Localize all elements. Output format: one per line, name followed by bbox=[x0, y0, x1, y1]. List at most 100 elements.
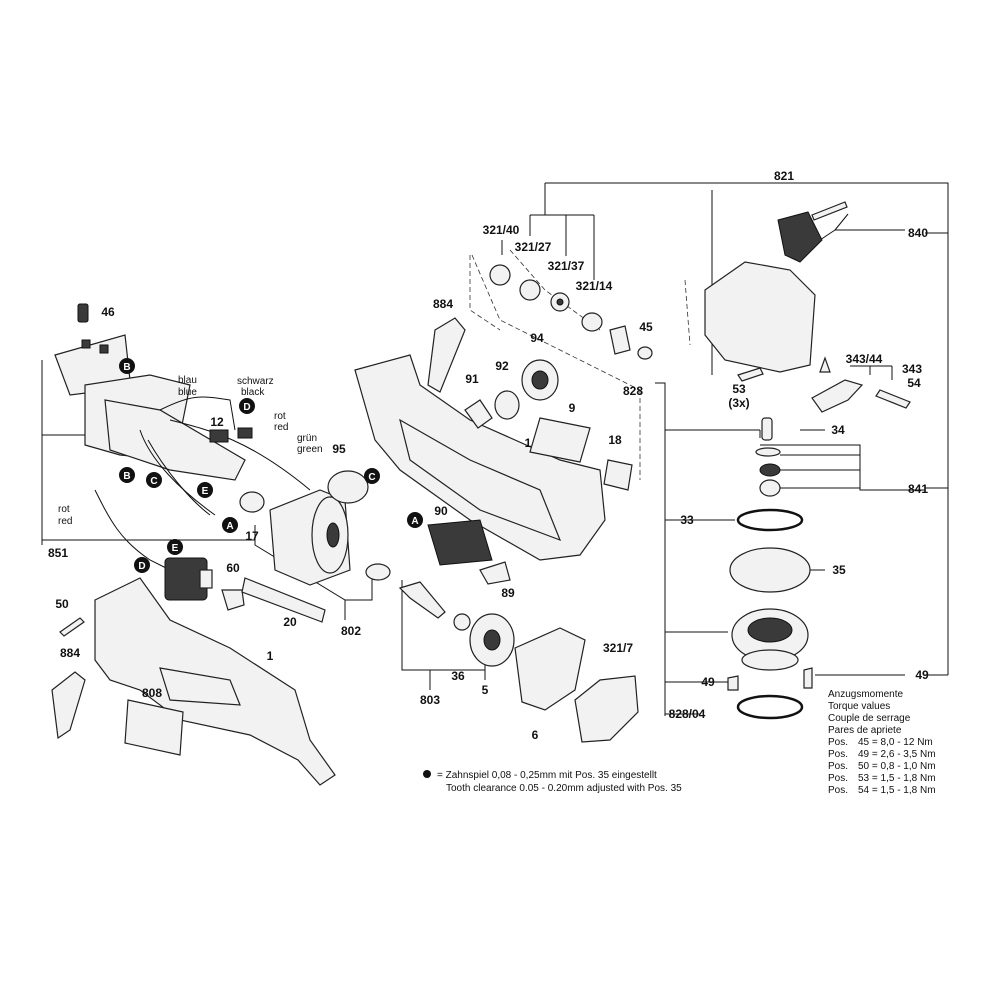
label-49-left: 49 bbox=[701, 675, 715, 689]
label-6: 6 bbox=[532, 728, 539, 742]
label-18: 18 bbox=[608, 433, 622, 447]
label-34: 34 bbox=[831, 423, 845, 437]
label-840: 840 bbox=[908, 226, 928, 240]
torque-row-pos: Pos. bbox=[828, 749, 848, 760]
connector-b-left: B bbox=[119, 467, 135, 483]
gear-set-parts bbox=[727, 508, 813, 720]
connector-b-top: B bbox=[119, 358, 135, 374]
svg-text:A: A bbox=[411, 516, 418, 527]
torque-row-value: 54 = 1,5 - 1,8 Nm bbox=[858, 785, 936, 796]
grip-cover-part bbox=[51, 317, 466, 740]
label-1-lower: 1 bbox=[267, 649, 274, 663]
label-49-right: 49 bbox=[915, 668, 929, 682]
wire-label-black: black bbox=[241, 387, 265, 398]
spindle-parts bbox=[365, 563, 515, 667]
label-17: 17 bbox=[245, 529, 259, 543]
svg-text:A: A bbox=[226, 521, 233, 532]
label-35: 35 bbox=[832, 563, 846, 577]
label-92: 92 bbox=[495, 359, 509, 373]
label-884-upper: 884 bbox=[433, 297, 453, 311]
torque-title-en: Torque values bbox=[828, 701, 890, 712]
part-labels: 46 12 17 95 90 89 91 92 94 9 1 18 884 85… bbox=[48, 169, 929, 742]
torque-title-de: Anzugsmomente bbox=[828, 689, 903, 700]
label-12: 12 bbox=[210, 415, 224, 429]
label-1-upper: 1 bbox=[525, 436, 532, 450]
label-9: 9 bbox=[569, 401, 576, 415]
torque-row-value: 45 = 8,0 - 12 Nm bbox=[858, 737, 933, 748]
bullet-icon bbox=[423, 770, 431, 778]
label-884-lower: 884 bbox=[60, 646, 80, 660]
connector-e-switch: E bbox=[167, 539, 183, 555]
wire-label-rot-top: rot bbox=[274, 411, 286, 422]
label-5: 5 bbox=[482, 683, 489, 697]
label-91: 91 bbox=[465, 372, 479, 386]
washer-parts bbox=[755, 417, 781, 497]
wire-label-rot-left: rot bbox=[58, 504, 70, 515]
gear-parts bbox=[327, 359, 633, 585]
gear-case-part bbox=[704, 201, 848, 373]
label-53-qty: (3x) bbox=[728, 396, 749, 410]
label-803: 803 bbox=[420, 693, 440, 707]
lower-housing-part bbox=[94, 577, 336, 786]
torque-row-pos: Pos. bbox=[828, 785, 848, 796]
connector-d-top: D bbox=[239, 398, 255, 414]
label-95: 95 bbox=[332, 442, 346, 456]
torque-row-pos: Pos. bbox=[828, 737, 848, 748]
label-828: 828 bbox=[623, 384, 643, 398]
torque-title-fr: Couple de serrage bbox=[828, 713, 911, 724]
connector-markers: B D B C E A C A D E bbox=[119, 358, 423, 573]
wire-label-schwarz: schwarz bbox=[237, 376, 274, 387]
label-851: 851 bbox=[48, 546, 68, 560]
torque-row-value: 50 = 0,8 - 1,0 Nm bbox=[858, 761, 936, 772]
upper-housing-part bbox=[354, 354, 606, 561]
label-46: 46 bbox=[101, 305, 115, 319]
label-20: 20 bbox=[283, 615, 297, 629]
wire-label-red-top: red bbox=[274, 422, 288, 433]
wire-label-gruen: grün bbox=[297, 433, 317, 444]
label-802: 802 bbox=[341, 624, 361, 638]
screw-part bbox=[59, 617, 85, 637]
slide-switch-part bbox=[241, 577, 326, 623]
connector-e-left: E bbox=[197, 482, 213, 498]
bearing-set-parts bbox=[489, 264, 653, 360]
svg-text:E: E bbox=[172, 543, 179, 554]
label-808: 808 bbox=[142, 686, 162, 700]
wire-label-blue: blue bbox=[178, 387, 197, 398]
spindle-lock-parts bbox=[737, 356, 911, 413]
torque-title-es: Pares de apriete bbox=[828, 725, 902, 736]
label-321-14: 321/14 bbox=[576, 279, 613, 293]
label-89: 89 bbox=[501, 586, 515, 600]
label-94: 94 bbox=[530, 331, 544, 345]
label-60: 60 bbox=[226, 561, 240, 575]
label-50: 50 bbox=[55, 597, 69, 611]
svg-text:D: D bbox=[243, 402, 250, 413]
torque-table: Anzugsmomente Torque values Couple de se… bbox=[828, 689, 936, 796]
svg-text:D: D bbox=[138, 561, 145, 572]
guard-parts bbox=[514, 627, 639, 743]
label-90: 90 bbox=[434, 504, 448, 518]
torque-row-pos: Pos. bbox=[828, 773, 848, 784]
label-36: 36 bbox=[451, 669, 465, 683]
label-821: 821 bbox=[774, 169, 794, 183]
svg-text:C: C bbox=[150, 476, 157, 487]
wire-harness-part bbox=[94, 396, 311, 571]
label-321-40: 321/40 bbox=[483, 223, 520, 237]
label-343: 343 bbox=[902, 362, 922, 376]
torque-row-value: 49 = 2,6 - 3,5 Nm bbox=[858, 749, 936, 760]
label-841: 841 bbox=[908, 482, 928, 496]
switch-module-part bbox=[164, 557, 245, 611]
connector-a-left: A bbox=[222, 517, 238, 533]
label-321-7: 321/7 bbox=[603, 641, 633, 655]
label-321-27: 321/27 bbox=[515, 240, 552, 254]
connector-d-switch: D bbox=[134, 557, 150, 573]
label-54: 54 bbox=[907, 376, 921, 390]
label-33: 33 bbox=[680, 513, 694, 527]
connector-c-housing: C bbox=[364, 468, 380, 484]
wire-labels: blau blue schwarz black rot red grün gre… bbox=[58, 375, 323, 527]
leader-lines bbox=[41, 182, 949, 721]
svg-text:B: B bbox=[123, 471, 130, 482]
svg-text:C: C bbox=[368, 472, 375, 483]
assembly-axes bbox=[469, 249, 691, 480]
